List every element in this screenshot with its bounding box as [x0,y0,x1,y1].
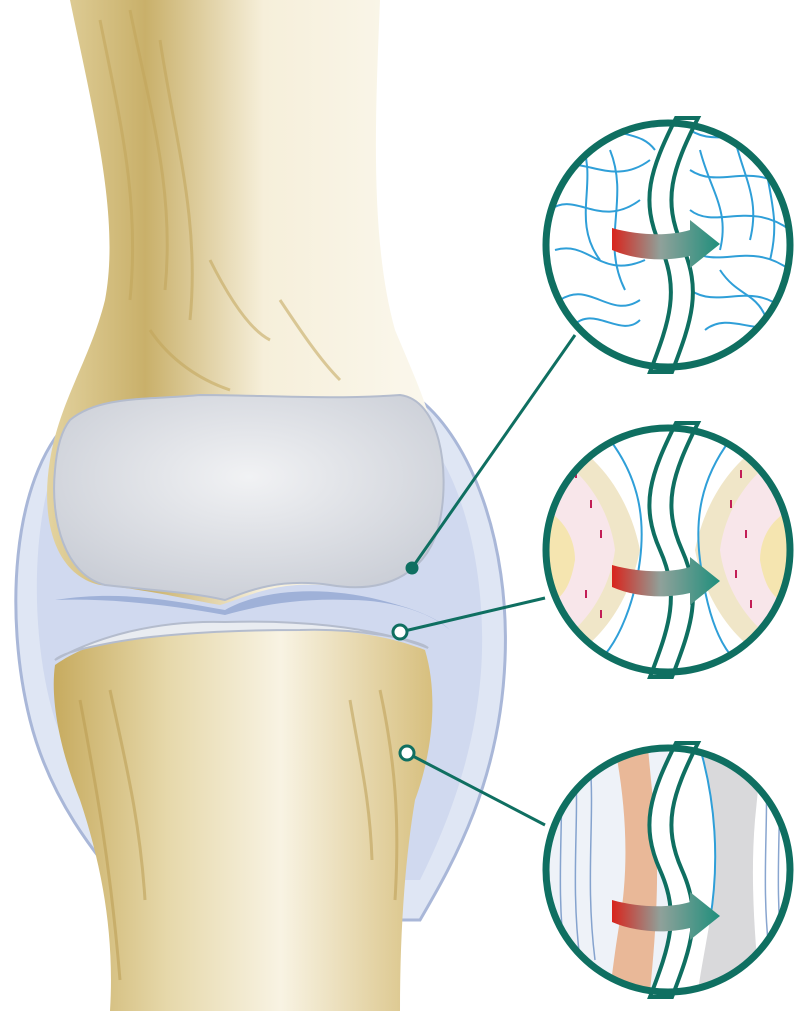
marker-cartilage-point [407,563,417,573]
callout-bottom-bone-tissue-fiber-icon [546,743,790,997]
femoral-cartilage [54,395,444,600]
marker-joint-surface [393,625,407,639]
tibia [54,627,433,1011]
marker-bone-margin [400,746,414,760]
callout-middle-cartilage-cell-layer-icon [546,423,790,677]
callout-top-collagen-fiber-network-icon [546,118,790,372]
